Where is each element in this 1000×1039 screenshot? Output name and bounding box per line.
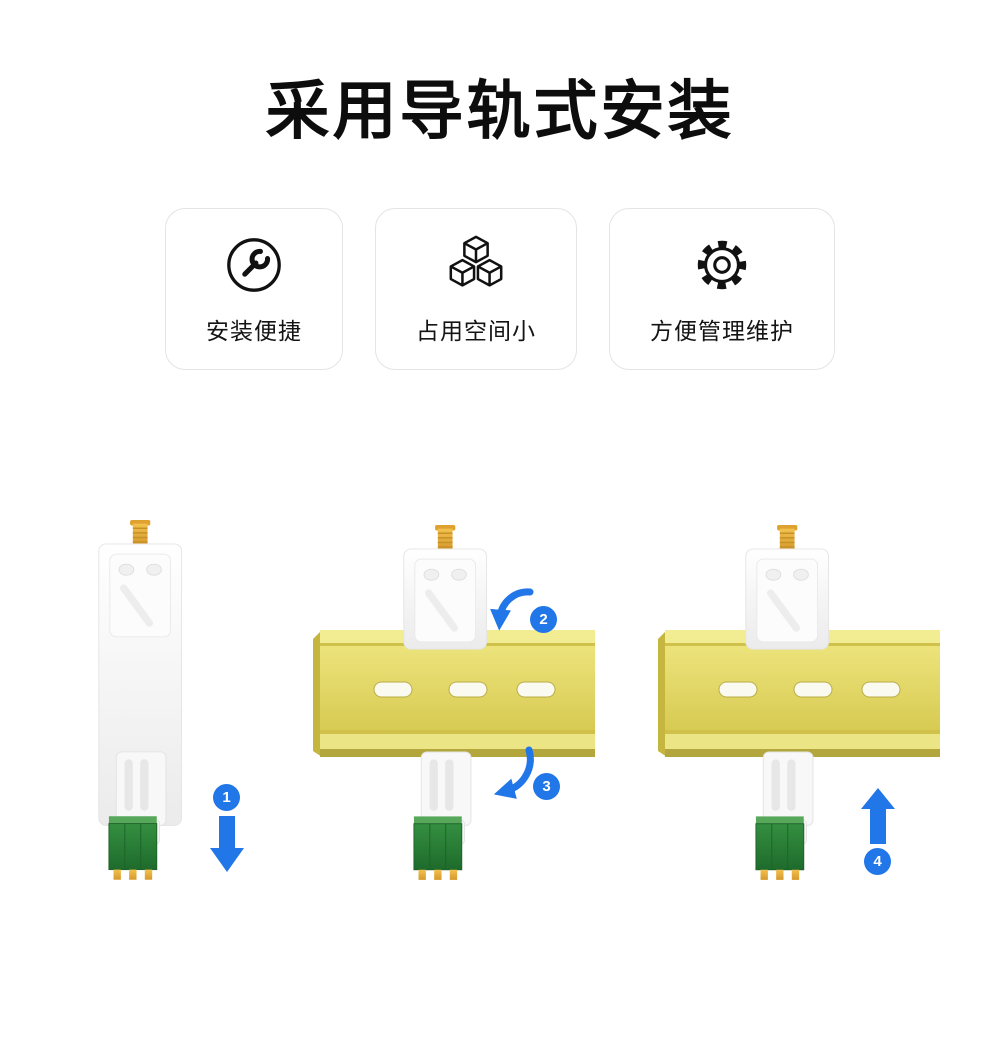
device-module-bottom	[755, 751, 814, 881]
stacked-cubes-icon	[441, 233, 511, 297]
device-module-top	[404, 525, 487, 649]
step-1-figure	[99, 520, 244, 880]
step-badge: 4	[864, 848, 891, 875]
feature-label: 安装便捷	[206, 317, 302, 344]
feature-card-easy-install: 安装便捷	[165, 208, 343, 370]
page-title: 采用导轨式安装	[265, 75, 735, 147]
device-module-top	[746, 525, 829, 649]
step-2-figure	[312, 525, 596, 881]
installation-illustration	[0, 500, 941, 881]
installation-steps: 1 2 3 4	[0, 500, 1000, 940]
feature-label: 方便管理维护	[650, 317, 794, 344]
feature-label: 占用空间小	[416, 317, 536, 344]
feature-card-easy-maintenance: 方便管理维护	[609, 208, 835, 370]
step-badge: 1	[213, 784, 240, 811]
curved-arrow-icon	[493, 746, 534, 799]
feature-card-small-footprint: 占用空间小	[375, 208, 577, 370]
curved-arrow-icon	[490, 588, 534, 631]
feature-cards-row: 安装便捷 占用空间小	[0, 208, 1000, 370]
device-module	[99, 520, 182, 880]
down-arrow-icon	[210, 816, 244, 872]
wrench-circle-icon	[223, 233, 285, 297]
up-arrow-icon	[861, 788, 895, 844]
step-badge: 3	[533, 773, 560, 800]
device-module-bottom	[413, 751, 472, 881]
gear-icon	[691, 233, 753, 297]
step-3-figure	[657, 525, 941, 881]
step-badge: 2	[530, 606, 557, 633]
